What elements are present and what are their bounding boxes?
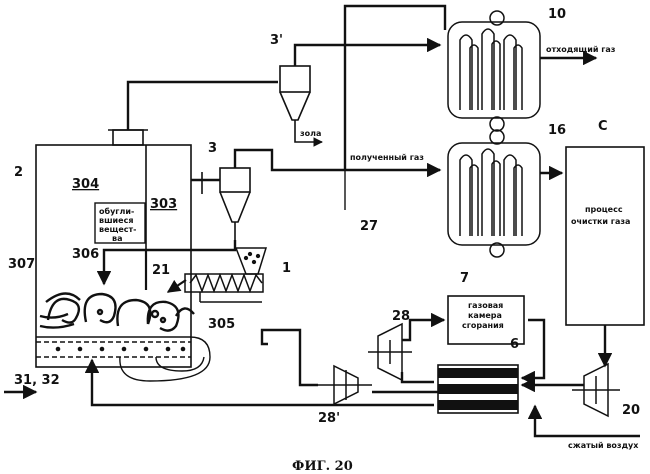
label-compressed-air: сжатый воздух [568,441,639,450]
label-combustion-2: камера [468,311,502,320]
ref-28: 28 [392,309,410,324]
ref-27: 27 [360,219,378,234]
ref-6: 6 [510,337,519,352]
ref-31-32: 31, 32 [14,373,60,388]
screw-feeder [184,247,268,303]
heat-exchanger-10 [447,10,541,132]
feed-arrow [144,250,187,293]
ref-305: 305 [208,317,235,332]
label-charred-1: обугли- [99,206,134,216]
heat-exchanger-6 [437,364,519,414]
ref-304: 304 [72,177,99,192]
label-exhaust-gas: отходящий газ [546,45,616,54]
ref-16: 16 [548,123,566,138]
fluidized-bed [39,292,195,332]
label-cleaning-2: очистки газа [571,217,630,226]
ref-3: 3 [208,141,217,156]
ref-28prime: 28' [318,411,340,426]
turbine-20 [572,362,620,418]
ref-306: 306 [72,247,99,262]
ref-3prime: 3' [270,33,283,48]
combustion-chamber-box [447,295,525,345]
label-cleaning-1: процесс [585,205,623,214]
ref-2: 2 [14,165,23,180]
ref-303: 303 [150,197,177,212]
gasifier-vessel [35,129,192,368]
figure-caption: ФИГ. 20 [292,459,353,474]
label-combustion-3: сгорания [462,321,504,330]
piping [4,4,640,438]
ref-21: 21 [152,263,170,278]
distributor-nozzles [55,346,186,352]
compressor-28prime [318,364,372,406]
cyclone-3prime [279,65,311,121]
ref-7: 7 [460,271,469,286]
turbine-28 [368,322,412,382]
ref-10: 10 [548,7,566,22]
heat-exchanger-16 [447,129,541,258]
recirc-loop [119,336,211,382]
ref-20: 20 [622,403,640,418]
gas-cleaning-box [565,146,645,326]
label-charred-2: вшиеся [99,216,133,225]
ref-307: 307 [8,257,35,272]
charred-matter-box [94,202,146,244]
label-charred-3: вещест- [99,225,136,234]
label-combustion-1: газовая [468,301,503,310]
label-charred-4: ва [112,234,122,243]
label-ash: зола [300,129,321,138]
label-obtained-gas: полученный газ [350,153,424,162]
ref-c: C [598,119,608,134]
ref-1: 1 [282,261,291,276]
